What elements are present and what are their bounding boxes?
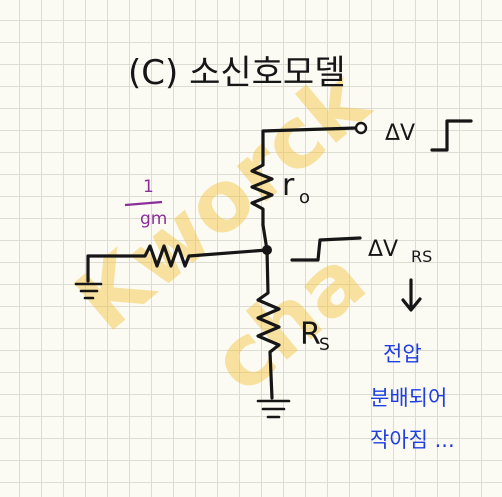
rs-subscript: S [319, 335, 330, 355]
note-line-1: 전압 [383, 342, 422, 366]
resistor-ro [250, 143, 274, 227]
gm-fraction-bar [124, 200, 163, 207]
delta-vrs-subscript: RS [411, 247, 432, 266]
output-terminal [354, 121, 368, 135]
delta-vrs-label: ΔV [368, 237, 398, 262]
note-line-3: 작아짐 ... [370, 428, 455, 452]
gm-label-numerator: 1 [143, 177, 154, 197]
ground-bottom-icon [256, 399, 291, 419]
resistor-1-over-gm [86, 244, 269, 283]
ro-label: r [282, 168, 295, 203]
down-arrow [401, 278, 422, 312]
ground-left-icon [74, 282, 103, 300]
watermark: Kworck cha [57, 50, 388, 411]
diagram-title: (C) 소신호모델 [128, 53, 345, 93]
gm-label-denominator: gm [140, 209, 167, 229]
top-wire [261, 126, 358, 147]
v-step-waveform [430, 119, 473, 152]
rs-label: R [300, 317, 321, 352]
resistor-rs [256, 248, 281, 400]
ro-subscript: o [299, 187, 310, 208]
junction-node [262, 245, 272, 255]
vrs-step-waveform [290, 236, 362, 262]
delta-v-label: ΔV [385, 121, 415, 146]
note-line-2: 분배되어 [370, 386, 447, 410]
